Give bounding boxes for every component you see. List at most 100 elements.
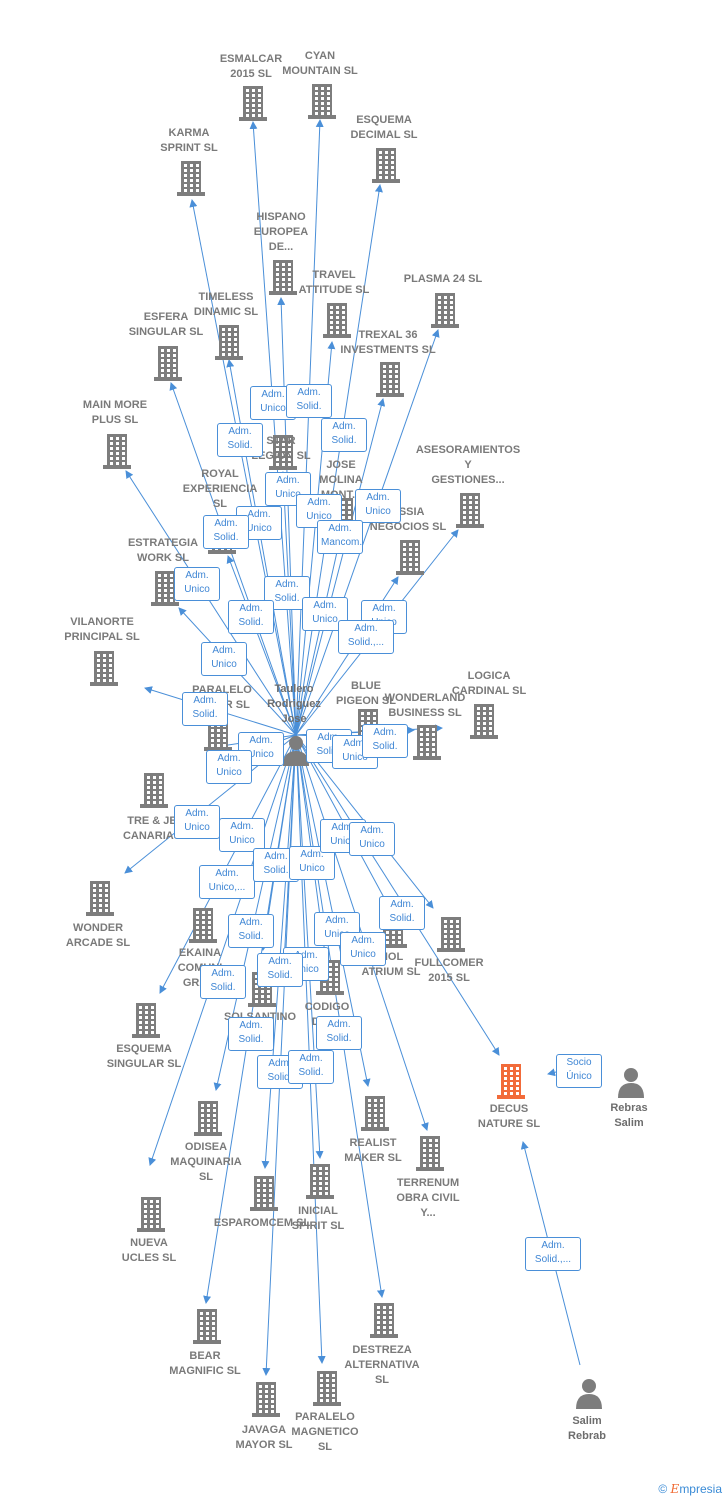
company-label[interactable]: BLUE PIGEON SL — [336, 680, 396, 707]
company-label[interactable]: DESTREZA ALTERNATIVA SL — [344, 1344, 420, 1386]
relationship-badge[interactable]: Adm. Unico — [174, 567, 220, 601]
company-label[interactable]: INICIAL SPIRIT SL — [291, 1205, 345, 1232]
company-label[interactable]: CYAN MOUNTAIN SL — [282, 50, 358, 77]
relationship-badge[interactable]: Adm. Solid. — [228, 600, 274, 634]
building-icon[interactable] — [176, 160, 206, 201]
company-label[interactable]: ESQUEMA DECIMAL SL — [350, 114, 418, 141]
company-label[interactable]: TERRENUM OBRA CIVIL Y... — [396, 1177, 460, 1219]
building-icon[interactable] — [139, 772, 169, 813]
company-label[interactable]: ESMALCAR 2015 SL — [219, 53, 283, 80]
building-icon[interactable] — [136, 1196, 166, 1237]
relationship-badge[interactable]: Adm. Solid. — [217, 423, 263, 457]
relationship-badge[interactable]: Adm. Solid. — [288, 1050, 334, 1084]
building-icon[interactable] — [496, 1063, 526, 1104]
company-label[interactable]: KARMA SPRINT SL — [160, 127, 218, 154]
company-label[interactable]: REALIST MAKER SL — [344, 1137, 402, 1164]
relationship-badge[interactable]: Adm. Solid. — [286, 384, 332, 418]
company-label[interactable]: WONDER ARCADE SL — [65, 922, 131, 949]
relationship-badge[interactable]: Adm. Solid. — [379, 896, 425, 930]
relationship-badge[interactable]: Adm. Unico — [349, 822, 395, 856]
building-icon[interactable] — [455, 492, 485, 533]
building-icon[interactable] — [150, 570, 180, 611]
company-label[interactable]: TIMELESS DINAMIC SL — [193, 291, 259, 318]
relationship-badge[interactable]: Adm. Solid. — [316, 1016, 362, 1050]
person-icon[interactable] — [281, 734, 311, 771]
company-label[interactable]: WONDERLAND BUSINESS SL — [384, 692, 466, 719]
company-label[interactable]: ODISEA MAQUINARIA SL — [170, 1141, 242, 1183]
building-icon[interactable] — [369, 1302, 399, 1343]
company-label[interactable]: ASESORAMIENTOS Y GESTIONES... — [415, 444, 521, 486]
building-icon[interactable] — [89, 650, 119, 691]
building-icon[interactable] — [131, 1002, 161, 1043]
company-label[interactable]: TREXAL 36 INVESTMENTS SL — [340, 329, 436, 356]
relationship-badge[interactable]: Adm. Solid. — [362, 724, 408, 758]
building-icon[interactable] — [192, 1308, 222, 1349]
building-icon[interactable] — [322, 302, 352, 343]
company-label[interactable]: MAIN MORE PLUS SL — [82, 399, 148, 426]
person-label[interactable]: Taulero Rodriguez Jose — [267, 683, 321, 725]
company-label[interactable]: PLASMA 24 SL — [403, 273, 483, 285]
company-label[interactable]: JAVAGA MAYOR SL — [235, 1424, 293, 1451]
company-label[interactable]: LOGICA CARDINAL SL — [451, 670, 527, 697]
building-icon[interactable] — [395, 539, 425, 580]
building-icon[interactable] — [469, 703, 499, 744]
relationship-badge[interactable]: Adm. Solid. — [257, 953, 303, 987]
relationship-badge[interactable]: Adm. Solid. — [228, 914, 274, 948]
building-icon[interactable] — [268, 434, 298, 475]
person-label[interactable]: Salim Rebrab — [568, 1415, 606, 1442]
relationship-badge[interactable]: Adm. Unico — [314, 912, 360, 946]
company-label[interactable]: BEAR MAGNIFIC SL — [169, 1350, 241, 1377]
relationship-badge[interactable]: Adm. Solid.,... — [525, 1237, 581, 1271]
relationship-badge[interactable]: Adm. Solid. — [228, 1017, 274, 1051]
building-icon[interactable] — [251, 1381, 281, 1422]
building-icon[interactable] — [153, 345, 183, 386]
building-icon[interactable] — [436, 916, 466, 957]
relationship-badge[interactable]: Adm. Solid.,... — [338, 620, 394, 654]
person-icon[interactable] — [574, 1377, 604, 1414]
building-icon[interactable] — [312, 1370, 342, 1411]
building-icon[interactable] — [430, 292, 460, 333]
building-icon[interactable] — [305, 1163, 335, 1204]
person-label[interactable]: Rebras Salim — [610, 1102, 648, 1129]
relationship-badge[interactable]: Socio Único — [556, 1054, 602, 1088]
relationship-badge[interactable]: Adm. Solid. — [182, 692, 228, 726]
person-icon[interactable] — [616, 1066, 646, 1103]
relationship-badge[interactable]: Adm. Solid. — [200, 965, 246, 999]
relationship-badge[interactable]: Adm. Unico,... — [199, 865, 255, 899]
relationship-badge[interactable]: Adm. Unico — [206, 750, 252, 784]
company-label[interactable]: ESQUEMA SINGULAR SL — [106, 1043, 182, 1070]
company-label[interactable]: VILANORTE PRINCIPAL SL — [64, 616, 140, 643]
building-icon[interactable] — [415, 1135, 445, 1176]
building-icon[interactable] — [249, 1175, 279, 1216]
company-label[interactable]: TRE & JE CANARIAS — [122, 815, 182, 842]
building-icon[interactable] — [360, 1095, 390, 1136]
relationship-badge[interactable]: Adm. Unico — [355, 489, 401, 523]
building-icon[interactable] — [371, 147, 401, 188]
relationship-badge[interactable]: Adm. Unico — [201, 642, 247, 676]
company-label[interactable]: ESTRATEGIA WORK SL — [127, 537, 199, 564]
company-label[interactable]: ESPAROMCEM SL — [213, 1217, 311, 1229]
company-label[interactable]: ESFERA SINGULAR SL — [128, 311, 204, 338]
building-icon[interactable] — [214, 324, 244, 365]
building-icon[interactable] — [268, 259, 298, 300]
company-label[interactable]: PARALELO MAGNETICO SL — [291, 1411, 359, 1453]
company-label[interactable]: TRAVEL ATTITUDE SL — [298, 269, 370, 296]
building-icon[interactable] — [238, 85, 268, 126]
building-icon[interactable] — [307, 83, 337, 124]
company-label[interactable]: DECUS NATURE SL — [477, 1103, 541, 1130]
building-icon[interactable] — [85, 880, 115, 921]
company-label[interactable]: NUEVA UCLES SL — [121, 1237, 177, 1264]
relationship-badge[interactable]: Adm. Solid. — [321, 418, 367, 452]
company-label[interactable]: ROYAL EXPERIENCIA SL — [182, 468, 258, 510]
relationship-badge[interactable]: Adm. Mancom. — [317, 520, 363, 554]
building-icon[interactable] — [193, 1100, 223, 1141]
relationship-badge[interactable]: Adm. Unico — [174, 805, 220, 839]
building-icon[interactable] — [188, 907, 218, 948]
relationship-badge[interactable]: Adm. Unico — [340, 932, 386, 966]
company-label[interactable]: HISPANO EUROPEA DE... — [253, 211, 309, 253]
relationship-badge[interactable]: Adm. Solid. — [203, 515, 249, 549]
building-icon[interactable] — [412, 724, 442, 765]
building-icon[interactable] — [102, 433, 132, 474]
relationship-badge[interactable]: Adm. Unico — [219, 818, 265, 852]
building-icon[interactable] — [375, 361, 405, 402]
